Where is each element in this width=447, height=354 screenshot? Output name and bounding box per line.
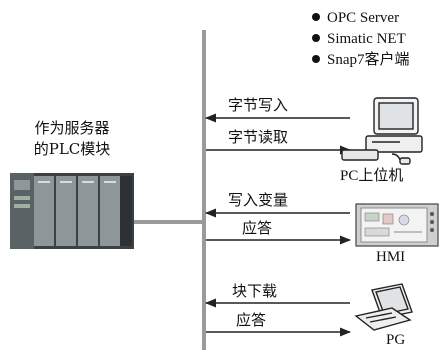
- device-label-pc: PC上位机: [340, 168, 404, 184]
- msg-pc-read: 字节读取: [228, 128, 289, 146]
- msg-hmi-write: 写入变量: [228, 191, 289, 209]
- bullet-icon: [312, 54, 320, 63]
- msg-hmi-reply: 应答: [242, 219, 273, 237]
- feature-item: Simatic NET: [312, 29, 410, 50]
- pg-laptop-icon: [354, 283, 413, 331]
- feature-item: OPC Server: [312, 8, 410, 29]
- device-label-pg: PG: [386, 332, 406, 348]
- server-feature-list: OPC Server Simatic NET Snap7客户端: [312, 8, 410, 71]
- bullet-icon: [312, 33, 320, 42]
- plc-caption: 作为服务器 的PLC模块: [33, 119, 111, 158]
- msg-pg-reply: 应答: [236, 311, 267, 329]
- hmi-panel-icon: [355, 203, 439, 247]
- msg-pg-download: 块下载: [232, 282, 278, 300]
- bullet-icon: [312, 12, 320, 21]
- msg-pc-write: 字节写入: [228, 96, 289, 114]
- feature-item: Snap7客户端: [312, 50, 410, 71]
- device-label-hmi: HMI: [376, 249, 406, 265]
- plc-module-icon: [10, 173, 134, 249]
- pc-computer-icon: [341, 97, 423, 165]
